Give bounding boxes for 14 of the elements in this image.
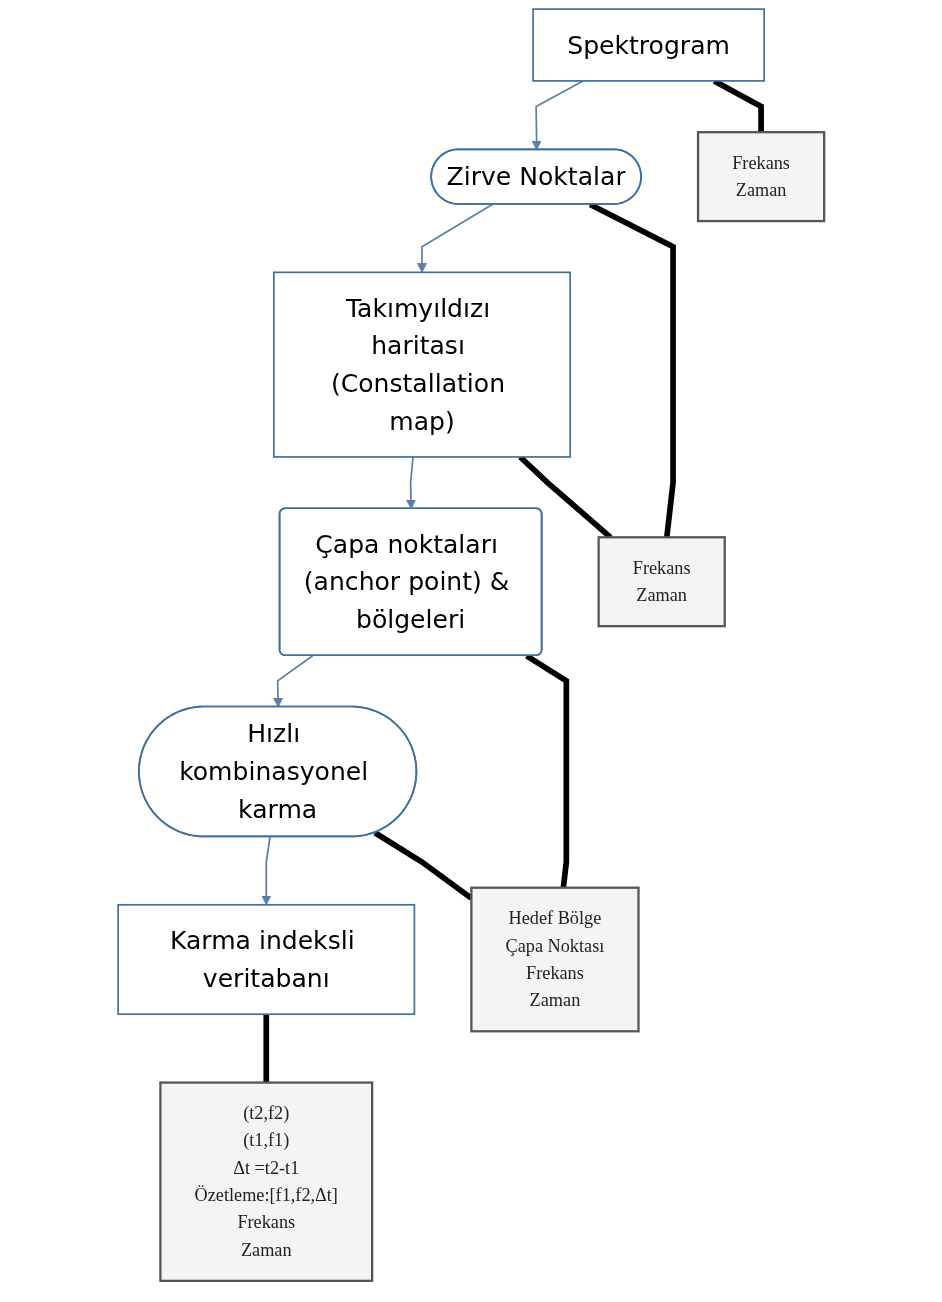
- connector: [588, 202, 676, 538]
- node-box: Frekans Zaman: [597, 536, 726, 628]
- connector: [263, 1014, 269, 1083]
- node-box: Takımyıldızı haritası (Constallation map): [272, 271, 571, 458]
- arrow: [405, 456, 416, 510]
- arrow: [531, 80, 584, 151]
- node-box: Frekans Zaman: [696, 131, 826, 223]
- node-box: Spektrogram: [532, 8, 765, 82]
- arrow: [261, 836, 272, 906]
- node-box: (t2,f2) (t1,f1) Δt =t2-t1 Özetleme:[f1,f2,Δt] Frekans Zaman: [159, 1081, 374, 1282]
- arrow: [416, 203, 493, 273]
- node-box: Karma indeksli veritabanı: [117, 903, 416, 1016]
- node-box: Hedef Bölge Çapa Noktası Frekans Zaman: [470, 886, 640, 1033]
- arrow: [272, 654, 314, 708]
